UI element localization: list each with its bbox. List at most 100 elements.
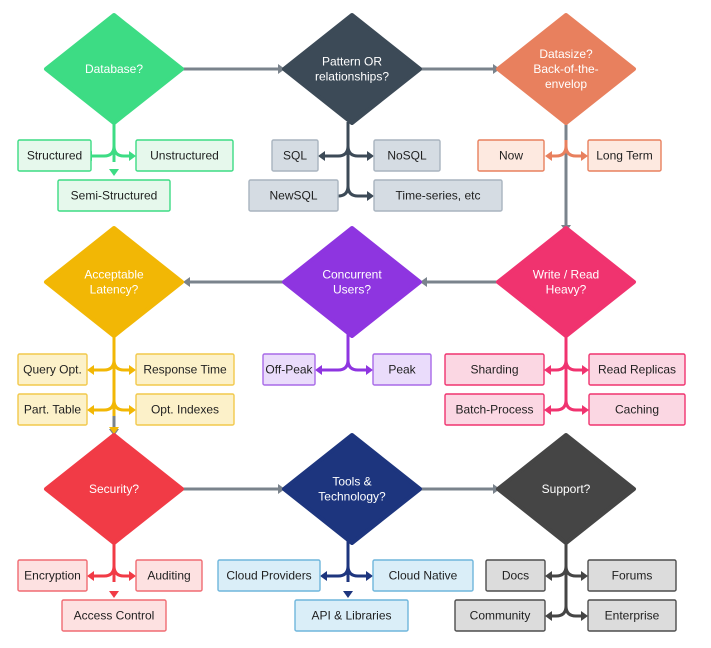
- decision-tools-shape: [282, 433, 422, 545]
- option-security-0: Encryption: [17, 559, 88, 592]
- option-database-2: Semi-Structured: [57, 179, 171, 212]
- decision-write-read-label: Heavy?: [546, 283, 587, 297]
- option-box: [271, 139, 319, 172]
- option-latency-2: Part. Table: [17, 393, 88, 426]
- option-label: Response Time: [143, 363, 227, 377]
- decision-concurrent-label: Concurrent: [322, 268, 382, 282]
- option-box: [477, 139, 545, 172]
- option-label: NewSQL: [269, 189, 317, 203]
- option-label: Caching: [615, 403, 659, 417]
- branch-support-head-right: [581, 611, 588, 621]
- branch-latency-head-left: [87, 405, 94, 415]
- decision-latency-label: Acceptable: [84, 268, 144, 282]
- option-tools-1: Cloud Native: [372, 559, 474, 592]
- branch-security-head-down: [109, 591, 119, 598]
- option-pattern-3: Time-series, etc: [373, 179, 503, 212]
- option-box: [17, 139, 92, 172]
- option-security-2: Access Control: [61, 599, 167, 632]
- branch-latency-head-right: [129, 365, 136, 375]
- option-label: Now: [499, 149, 523, 163]
- option-latency-0: Query Opt.: [17, 353, 88, 386]
- option-box: [262, 353, 316, 386]
- option-label: Docs: [502, 569, 529, 583]
- decision-write-read-label: Write / Read: [533, 268, 599, 282]
- option-box: [587, 599, 677, 632]
- branch-concurrent: [321, 334, 367, 372]
- option-box: [373, 139, 441, 172]
- option-label: Cloud Providers: [226, 569, 311, 583]
- option-label: Off-Peak: [265, 363, 313, 377]
- option-box: [217, 559, 321, 592]
- option-support-3: Enterprise: [587, 599, 677, 632]
- option-box: [373, 179, 503, 212]
- option-box: [444, 353, 545, 386]
- option-concurrent-1: Peak: [372, 353, 432, 386]
- option-box: [372, 559, 474, 592]
- decision-datasize-label: Datasize?: [539, 47, 593, 61]
- option-support-2: Community: [454, 599, 546, 632]
- decision-latency-shape: [44, 226, 184, 338]
- option-box: [17, 559, 88, 592]
- branch-latency-head-down: [109, 427, 119, 434]
- option-database-0: Structured: [17, 139, 92, 172]
- option-box: [135, 559, 203, 592]
- option-concurrent-0: Off-Peak: [262, 353, 316, 386]
- branch-pattern-head-right: [367, 191, 374, 201]
- decision-datasize: Datasize?Back-of-the-envelop: [496, 13, 636, 125]
- option-label: Access Control: [74, 609, 155, 623]
- option-label: Auditing: [147, 569, 190, 583]
- arrow-database-to-pattern-head: [278, 64, 285, 74]
- option-box: [135, 393, 235, 426]
- option-box: [485, 559, 546, 592]
- option-label: Forums: [612, 569, 653, 583]
- option-label: Long Term: [596, 149, 652, 163]
- branch-support-head-right: [581, 571, 588, 581]
- decision-security: Security?: [44, 433, 184, 545]
- decision-concurrent-label: Users?: [333, 283, 371, 297]
- option-label: Read Replicas: [598, 363, 676, 377]
- decision-security-shape: [44, 433, 184, 545]
- option-database-1: Unstructured: [135, 139, 234, 172]
- option-label: Encryption: [24, 569, 81, 583]
- decision-pattern-shape: [282, 13, 422, 125]
- branch-support: [551, 540, 582, 618]
- option-write-read-1: Read Replicas: [588, 353, 686, 386]
- branch-database-head-down: [109, 169, 119, 176]
- option-label: Time-series, etc: [396, 189, 481, 203]
- connectors: [85, 64, 589, 621]
- branch-database: [91, 120, 130, 162]
- option-latency-3: Opt. Indexes: [135, 393, 235, 426]
- option-label: Structured: [27, 149, 82, 163]
- option-label: Enterprise: [605, 609, 660, 623]
- decision-pattern-label: Pattern OR: [322, 55, 382, 69]
- branch-latency-head-left: [87, 365, 94, 375]
- option-latency-1: Response Time: [135, 353, 235, 386]
- option-box: [135, 139, 234, 172]
- option-box: [587, 139, 662, 172]
- decision-support: Support?: [496, 433, 636, 545]
- branch-security-head-left: [87, 571, 94, 581]
- decision-database: Database?: [44, 13, 184, 125]
- branch-datasize-head-left: [545, 151, 552, 161]
- option-pattern-0: SQL: [271, 139, 319, 172]
- decision-security-label: Security?: [89, 482, 139, 496]
- decision-support-shape: [496, 433, 636, 545]
- option-label: Unstructured: [150, 149, 219, 163]
- option-write-read-2: Batch-Process: [444, 393, 545, 426]
- branch-pattern: [324, 122, 368, 198]
- arrow-security-to-tools-head: [278, 484, 285, 494]
- option-box: [372, 353, 432, 386]
- branch-datasize: [551, 140, 582, 158]
- branch-security: [93, 540, 130, 582]
- option-box: [248, 179, 339, 212]
- option-label: Query Opt.: [23, 363, 82, 377]
- decision-datasize-label: envelop: [545, 77, 587, 91]
- option-datasize-1: Long Term: [587, 139, 662, 172]
- option-box: [17, 393, 88, 426]
- branch-support-head-left: [545, 611, 552, 621]
- option-label: Part. Table: [24, 403, 81, 417]
- arrow-write-read-to-concurrent-head: [420, 277, 427, 287]
